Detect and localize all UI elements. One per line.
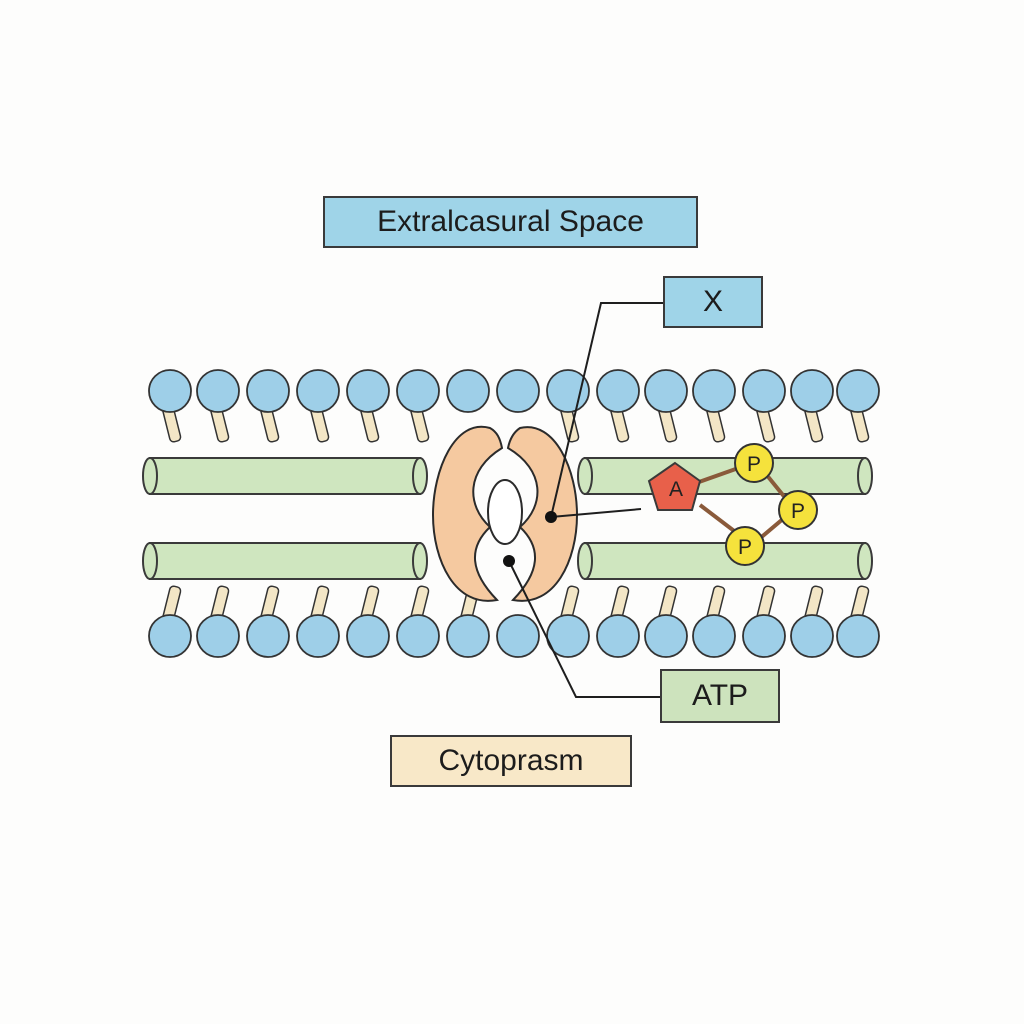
lipid-head <box>836 369 880 413</box>
x-leader-line <box>550 302 663 518</box>
phosphate-1-label: P <box>747 453 761 476</box>
lipid-head <box>196 614 240 658</box>
lipid-head <box>742 614 786 658</box>
upper-membrane-cylinders <box>142 457 873 495</box>
cylinder-body <box>149 457 421 495</box>
lower-membrane-cylinders <box>142 542 873 580</box>
lipid-head <box>742 369 786 413</box>
cylinder-body <box>584 457 866 495</box>
phosphate-1 <box>734 443 774 483</box>
cylinder-body <box>584 542 866 580</box>
channel-pore <box>487 479 523 545</box>
lipid-head <box>148 614 192 658</box>
cylinder-end <box>142 542 158 580</box>
lipid-head <box>296 614 340 658</box>
channel-protein-left-half <box>431 425 504 602</box>
cylinder-upper-right <box>577 457 873 495</box>
lipid-head <box>196 369 240 413</box>
channel-protein-right-half <box>506 426 579 602</box>
leader-lines <box>503 302 663 698</box>
upper-lipid-heads <box>148 369 880 413</box>
lipid-head <box>396 614 440 658</box>
lipid-head <box>396 369 440 413</box>
cylinder-upper-left <box>142 457 428 495</box>
cylinder-end <box>857 457 873 495</box>
atp-label: ATP <box>660 669 780 723</box>
cytoplasm-leader-line <box>508 560 660 698</box>
lipid-head <box>446 614 490 658</box>
lipid-head <box>836 614 880 658</box>
phosphate-2-label: P <box>791 500 805 523</box>
adenine-pentagon <box>647 461 702 511</box>
x-leader-dot <box>545 511 557 523</box>
phosphate-3-label: P <box>738 536 752 559</box>
lipid-head <box>496 614 540 658</box>
lipid-head <box>346 614 390 658</box>
lipid-head <box>496 369 540 413</box>
lipid-head <box>246 614 290 658</box>
cylinder-end <box>142 457 158 495</box>
lower-lipid-heads <box>148 614 880 658</box>
phosphate-3 <box>725 526 765 566</box>
lipid-head <box>546 369 590 413</box>
adenine-label: A <box>669 478 683 501</box>
lipid-head <box>596 614 640 658</box>
cylinder-body <box>149 542 421 580</box>
lipid-head <box>296 369 340 413</box>
cylinder-lower-left <box>142 542 428 580</box>
x-label: X <box>663 276 763 328</box>
lipid-head <box>790 369 834 413</box>
cylinder-end <box>412 457 428 495</box>
lipid-head <box>790 614 834 658</box>
channel-protein <box>431 425 579 602</box>
cytoplasm-label: Cytoprasm <box>390 735 632 787</box>
lipid-head <box>644 369 688 413</box>
lipid-head <box>446 369 490 413</box>
lipid-head <box>644 614 688 658</box>
lipid-head <box>692 369 736 413</box>
lipid-head <box>246 369 290 413</box>
cylinder-end <box>577 542 593 580</box>
phosphate-2 <box>778 490 818 530</box>
lipid-head <box>346 369 390 413</box>
atp-molecule: A P P P <box>647 443 818 566</box>
cylinder-end <box>412 542 428 580</box>
pore-leader-dot <box>503 555 515 567</box>
extracellular-space-label: Extralcasural Space <box>323 196 698 248</box>
lipid-head <box>692 614 736 658</box>
atp-leader-line <box>550 508 642 518</box>
cylinder-end <box>577 457 593 495</box>
lipid-head <box>596 369 640 413</box>
lipid-head <box>148 369 192 413</box>
cylinder-end <box>857 542 873 580</box>
cylinder-lower-right <box>577 542 873 580</box>
